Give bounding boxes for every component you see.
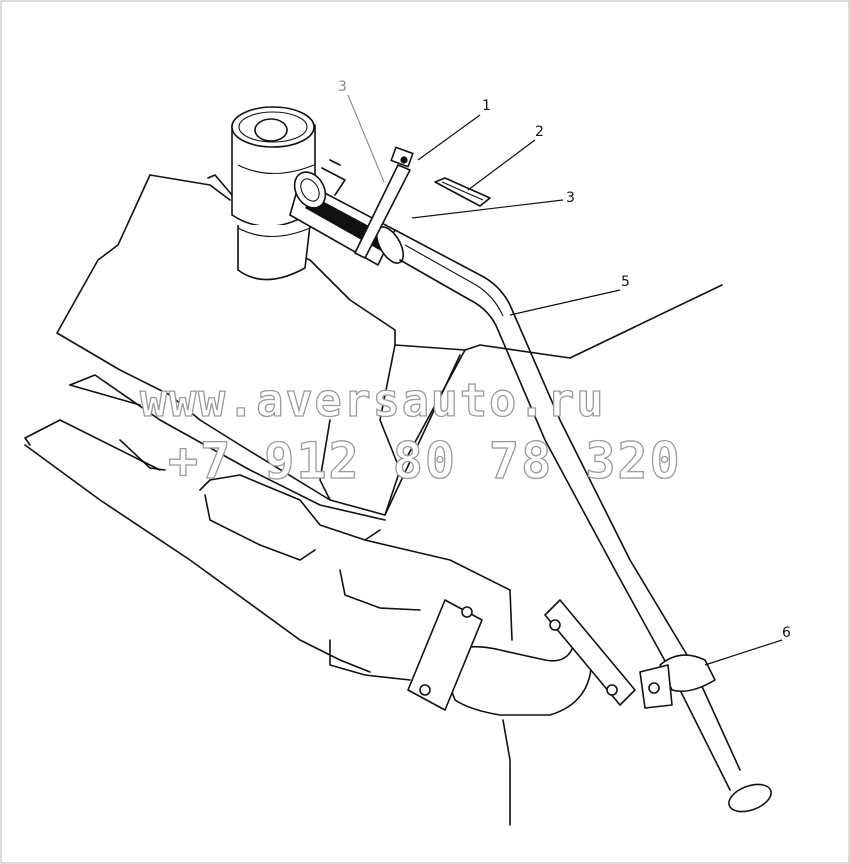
callout-1: 1 (482, 98, 491, 114)
pipe-clamp (639, 654, 716, 709)
leader-lines (347, 94, 783, 666)
leader-3-upper (347, 94, 385, 183)
exhaust-pipe (394, 229, 772, 813)
leader-6 (704, 639, 783, 666)
leader-5 (509, 289, 621, 316)
leader-2 (467, 139, 536, 191)
watermark-phone: +7 912 80 78 320 (168, 432, 682, 490)
engine-block (24, 174, 723, 826)
support-strap (354, 146, 414, 259)
leader-3-lower (411, 199, 564, 219)
callout-6: 6 (782, 625, 791, 641)
manifold-elbow (407, 599, 636, 716)
air-filter (231, 106, 316, 281)
leader-1 (417, 114, 481, 161)
callout-5: 5 (621, 274, 630, 290)
watermark-url: www.aversauto.ru (140, 374, 605, 427)
callout-3-upper: 3 (338, 79, 347, 95)
callout-2: 2 (535, 124, 544, 140)
callout-3-lower: 3 (566, 190, 575, 206)
part-2-plate (434, 177, 491, 207)
